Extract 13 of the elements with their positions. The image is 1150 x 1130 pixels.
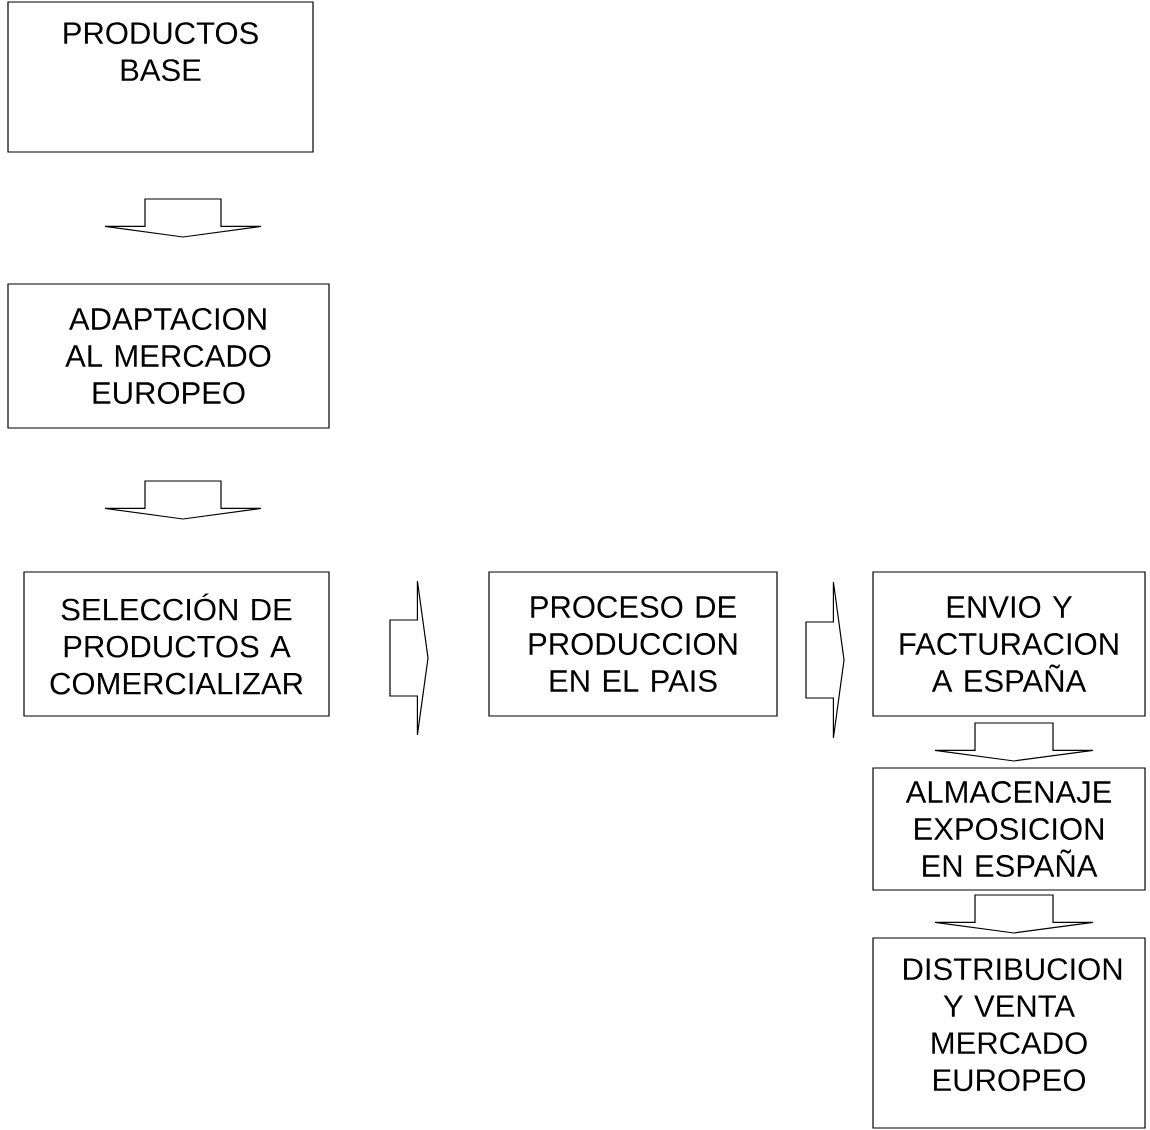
process-box: SELECCIÓN DE PRODUCTOS A COMERCIALIZAR xyxy=(23,571,330,717)
block-arrow xyxy=(934,722,1094,762)
block-arrow xyxy=(104,198,262,238)
process-box: PROCESO DE PRODUCCION EN EL PAIS xyxy=(488,571,778,717)
block-arrow xyxy=(389,580,429,736)
process-box: DISTRIBUCION Y VENTA MERCADO EUROPEO xyxy=(872,937,1146,1129)
process-box: ENVIO Y FACTURACION A ESPAÑA xyxy=(872,571,1146,717)
process-box: ADAPTACION AL MERCADO EUROPEO xyxy=(7,283,330,429)
process-box: PRODUCTOS BASE xyxy=(7,1,314,153)
block-arrow xyxy=(934,894,1094,934)
block-arrow xyxy=(104,480,262,520)
process-box: ALMACENAJE EXPOSICION EN ESPAÑA xyxy=(872,767,1146,891)
block-arrow xyxy=(805,581,845,739)
